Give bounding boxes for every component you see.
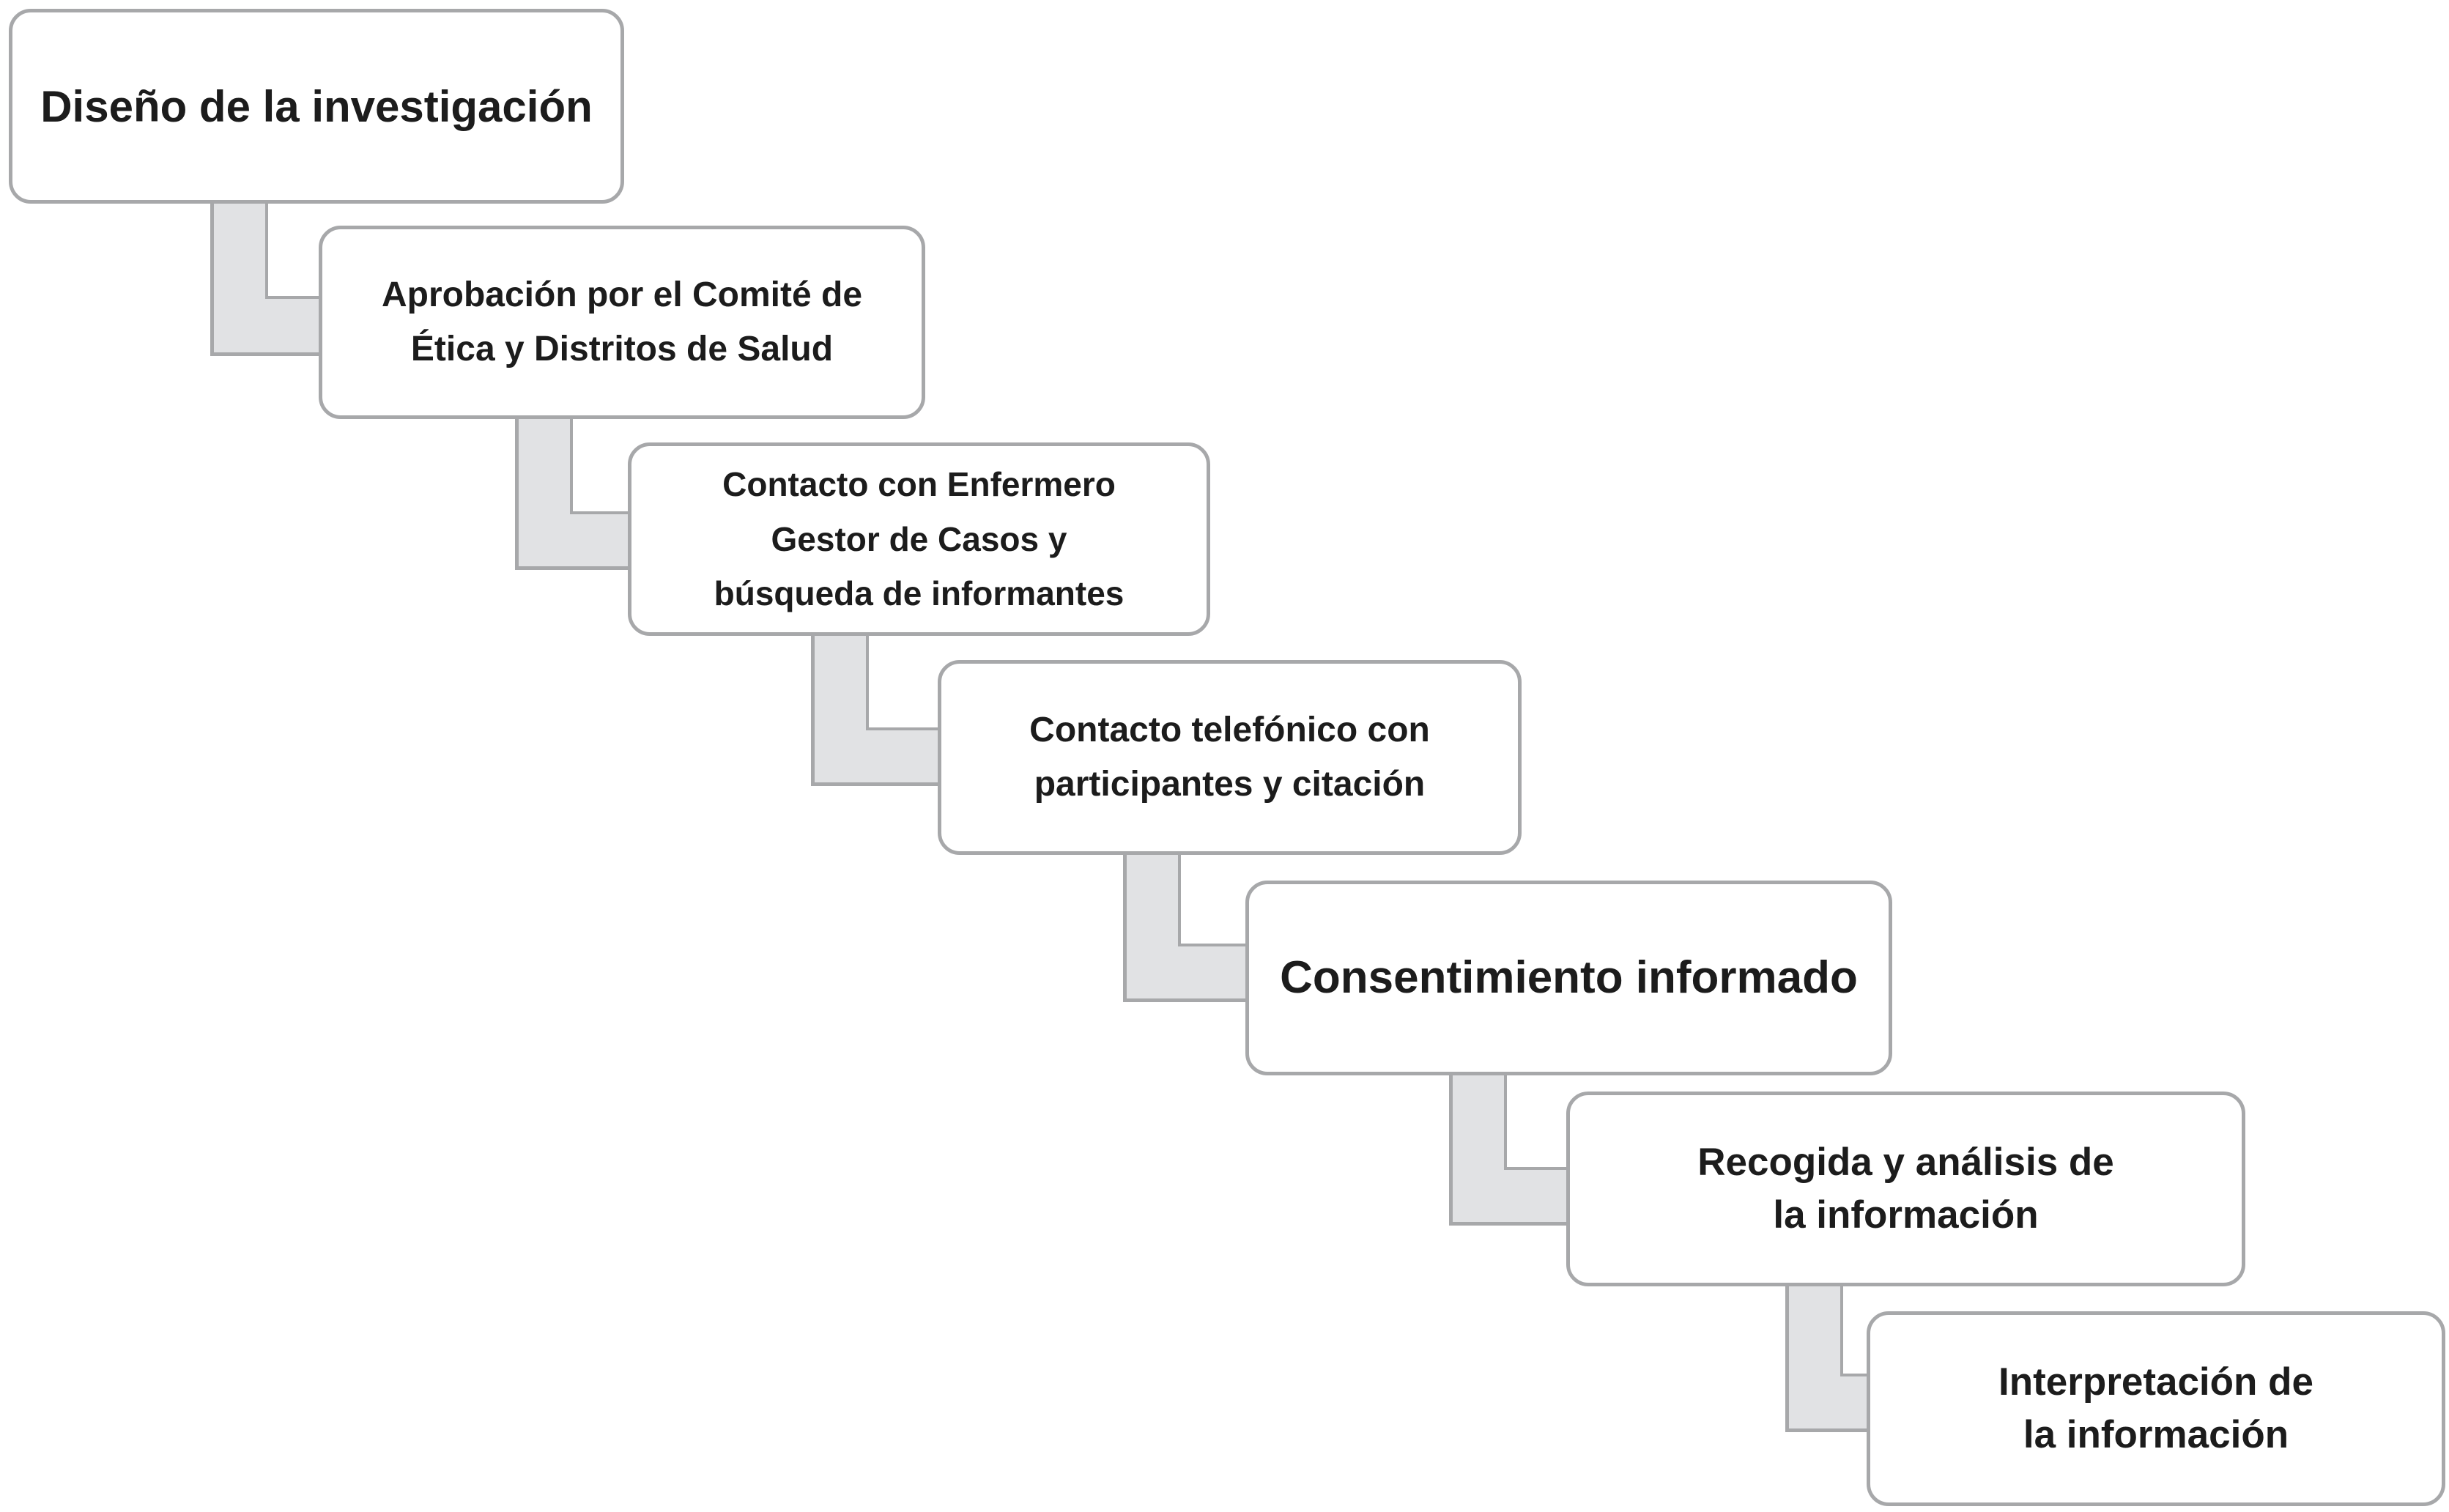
step-informed-consent-label: Consentimiento informado (1280, 952, 1858, 1003)
step-interpretation-label: Interpretación de la información (1998, 1360, 2313, 1456)
connector-3-4 (811, 632, 946, 786)
step-phone-contact: Contacto telefónico con participantes y … (938, 660, 1522, 855)
connector-2-3 (515, 415, 636, 570)
step-research-design-label: Diseño de la investigación (40, 81, 593, 131)
step-data-collection-analysis: Recogida y análisis de la información (1566, 1092, 2245, 1286)
step-research-design: Diseño de la investigación (9, 9, 624, 204)
step-case-manager-contact-label: Contacto con Enfermero Gestor de Casos y… (714, 465, 1125, 613)
step-ethics-approval-label: Aprobación por el Comité de Ética y Dist… (381, 275, 863, 368)
step-interpretation: Interpretación de la información (1867, 1311, 2445, 1506)
step-ethics-approval: Aprobación por el Comité de Ética y Dist… (319, 226, 925, 419)
step-data-collection-analysis-label: Recogida y análisis de la información (1697, 1141, 2114, 1237)
connector-6-7 (1785, 1283, 1877, 1432)
connector-4-5 (1123, 851, 1251, 1002)
connector-5-6 (1449, 1072, 1574, 1226)
step-phone-contact-label: Contacto telefónico con participantes y … (1029, 710, 1430, 804)
step-informed-consent: Consentimiento informado (1245, 881, 1892, 1075)
connector-1-2 (210, 199, 331, 356)
step-case-manager-contact: Contacto con Enfermero Gestor de Casos y… (628, 442, 1210, 636)
